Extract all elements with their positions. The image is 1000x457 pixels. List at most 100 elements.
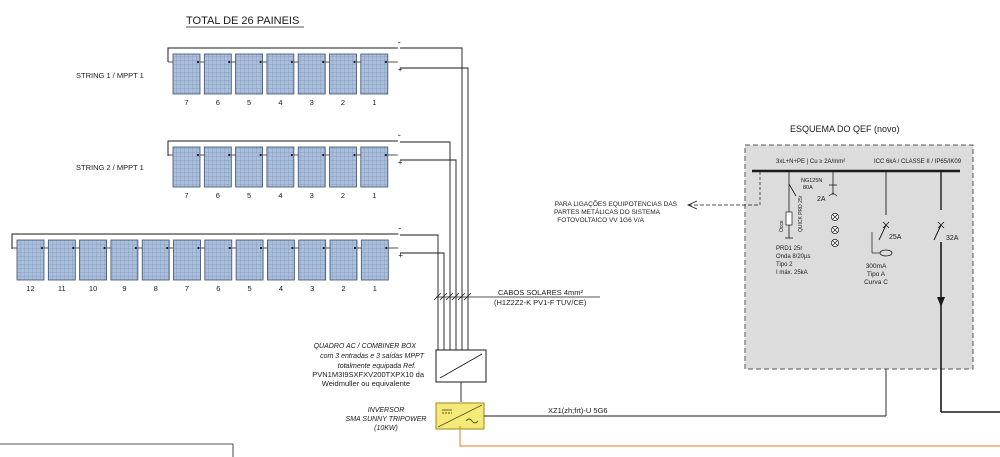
panel-connector (384, 153, 387, 157)
negative-polarity-mark: - (398, 37, 401, 47)
pv-panel-number: 9 (122, 284, 126, 293)
spd-spec-wave: Onda 8/20µs (776, 254, 810, 260)
pv-panel-number: 10 (89, 284, 97, 293)
pv-panel-number: 7 (184, 191, 188, 200)
pv-panel (235, 146, 264, 188)
positive-polarity-mark: + (398, 158, 403, 167)
pv-string-label: STRING 2 / MPPT 1 (76, 163, 144, 172)
combiner-description: QUADRO AC / COMBINER BOX com 3 entradas … (312, 343, 425, 388)
spd-tag-brand: Occe (779, 220, 785, 232)
panel-connector (196, 60, 200, 64)
svg-text:PARA LIGAÇÕES EQUIPOTENCIAS DA: PARA LIGAÇÕES EQUIPOTENCIAS DAS (555, 199, 678, 208)
pv-panel-number: 7 (184, 98, 188, 107)
pv-panel-number: 1 (372, 98, 376, 107)
pv-panel-number: 4 (278, 98, 282, 107)
qef-bus-right: ICC 6kA / CLASSE II / IP65/IK09 (874, 159, 962, 165)
pv-panel (329, 53, 357, 95)
pv-panel-number: 2 (341, 284, 345, 293)
panel-connector (290, 153, 293, 157)
panel-connector (322, 246, 325, 250)
negative-polarity-mark: - (398, 130, 401, 140)
positive-polarity-mark: + (398, 251, 403, 260)
pv-panel (297, 146, 326, 188)
spd-spec-model: PRD1 25r (776, 246, 802, 252)
pv-panel-number: 8 (154, 284, 158, 293)
panel-connector (353, 60, 356, 64)
nc-blade (788, 183, 797, 197)
rcd-spec-type: Tipo A (867, 271, 886, 278)
panel-connector (134, 246, 137, 250)
equipotential-note: PARA LIGAÇÕES EQUIPOTENCIAS DAS PARTES M… (554, 199, 678, 224)
pv-panel (203, 53, 232, 95)
pv-panel (141, 239, 170, 281)
cable-spec-line2: (H1Z2Z2-K PV1-F TUV/CE) (494, 298, 587, 307)
svg-text:QUADRO AC / COMBINER BOX: QUADRO AC / COMBINER BOX (314, 343, 417, 350)
panel-connector (385, 246, 388, 250)
svg-text:SMA SUNNY TRIPOWER: SMA SUNNY TRIPOWER (346, 416, 427, 423)
pv-panel-number: 2 (341, 98, 345, 107)
pv-panel (360, 53, 389, 95)
pv-panel-number: 1 (372, 191, 376, 200)
pv-panel (173, 239, 201, 281)
panel-connector (40, 246, 44, 250)
pv-panel-number: 7 (185, 284, 189, 293)
panel-connector (228, 153, 231, 157)
combiner-box (435, 349, 487, 402)
pv-panel (16, 239, 45, 281)
pv-panel (360, 239, 389, 281)
pv-panel (172, 53, 201, 95)
svg-text:(10KW): (10KW) (374, 425, 398, 432)
pv-panel (297, 53, 326, 95)
svg-text:totalmente equipada Ref.: totalmente equipada Ref. (338, 363, 416, 370)
pv-panel-number: 6 (216, 284, 220, 293)
cable-tick-marks (433, 292, 472, 301)
pv-panel-number: 2 (341, 191, 345, 200)
pv-panel (203, 146, 232, 188)
lamp-fuse-rating: 2A (817, 196, 826, 203)
pv-panel (47, 239, 76, 281)
qef-enclosure (744, 144, 974, 370)
positive-polarity-mark: + (398, 65, 403, 74)
pv-panel (235, 239, 264, 281)
svg-text:com 3 entradas e 3 saídas MPPT: com 3 entradas e 3 saídas MPPT (320, 353, 425, 360)
main-breaker-blade (933, 224, 942, 241)
panel-connector (259, 153, 262, 157)
main-breaker-rating: 32A (946, 235, 959, 242)
negative-polarity-mark: - (398, 223, 401, 233)
qef-title: ESQUEMA DO QEF (novo) (790, 124, 900, 134)
svg-text:FOTOVOLTAICO VV 1G6 V/A: FOTOVOLTAICO VV 1G6 V/A (557, 217, 644, 224)
pv-panel (329, 239, 358, 281)
rcd-spec-sensitivity: 300mA (866, 263, 887, 270)
pv-panel-number: 6 (216, 191, 220, 200)
panel-connector (228, 60, 231, 64)
pv-panel (172, 146, 201, 188)
svg-text:PVN1M3I9SXFXV200TXPX10 da: PVN1M3I9SXFXV200TXPX10 da (312, 370, 425, 379)
svg-text:INVERSOR: INVERSOR (368, 407, 405, 414)
panel-connector (322, 153, 325, 157)
pv-panel-number: 3 (310, 98, 314, 107)
rcd-spec-curve: Curva C (864, 279, 888, 286)
pv-panel-number: 12 (26, 284, 34, 293)
pv-panel (298, 239, 327, 281)
spd-tag-model: QUICK PRD 25r (798, 195, 804, 232)
panel-connector (353, 246, 357, 250)
panel-connector (72, 246, 75, 250)
pv-panel-number: 3 (310, 191, 314, 200)
pv-panel (204, 239, 233, 281)
svg-text:Weidmuller ou equivalente: Weidmuller ou equivalente (322, 379, 410, 388)
panel-connector (384, 60, 387, 64)
pv-panel-number: 6 (216, 98, 220, 107)
spd-spec-type: Tipo 2 (776, 262, 793, 268)
spd-spec-imax: I máx. 25kA (776, 270, 808, 276)
pv-panel (266, 239, 295, 281)
panel-connector (228, 246, 231, 250)
pv-panel (110, 239, 139, 281)
pv-panel (329, 146, 357, 188)
rcd-x (882, 221, 890, 229)
main-feeder-arrow (937, 297, 945, 307)
pv-panel-number: 5 (248, 284, 252, 293)
